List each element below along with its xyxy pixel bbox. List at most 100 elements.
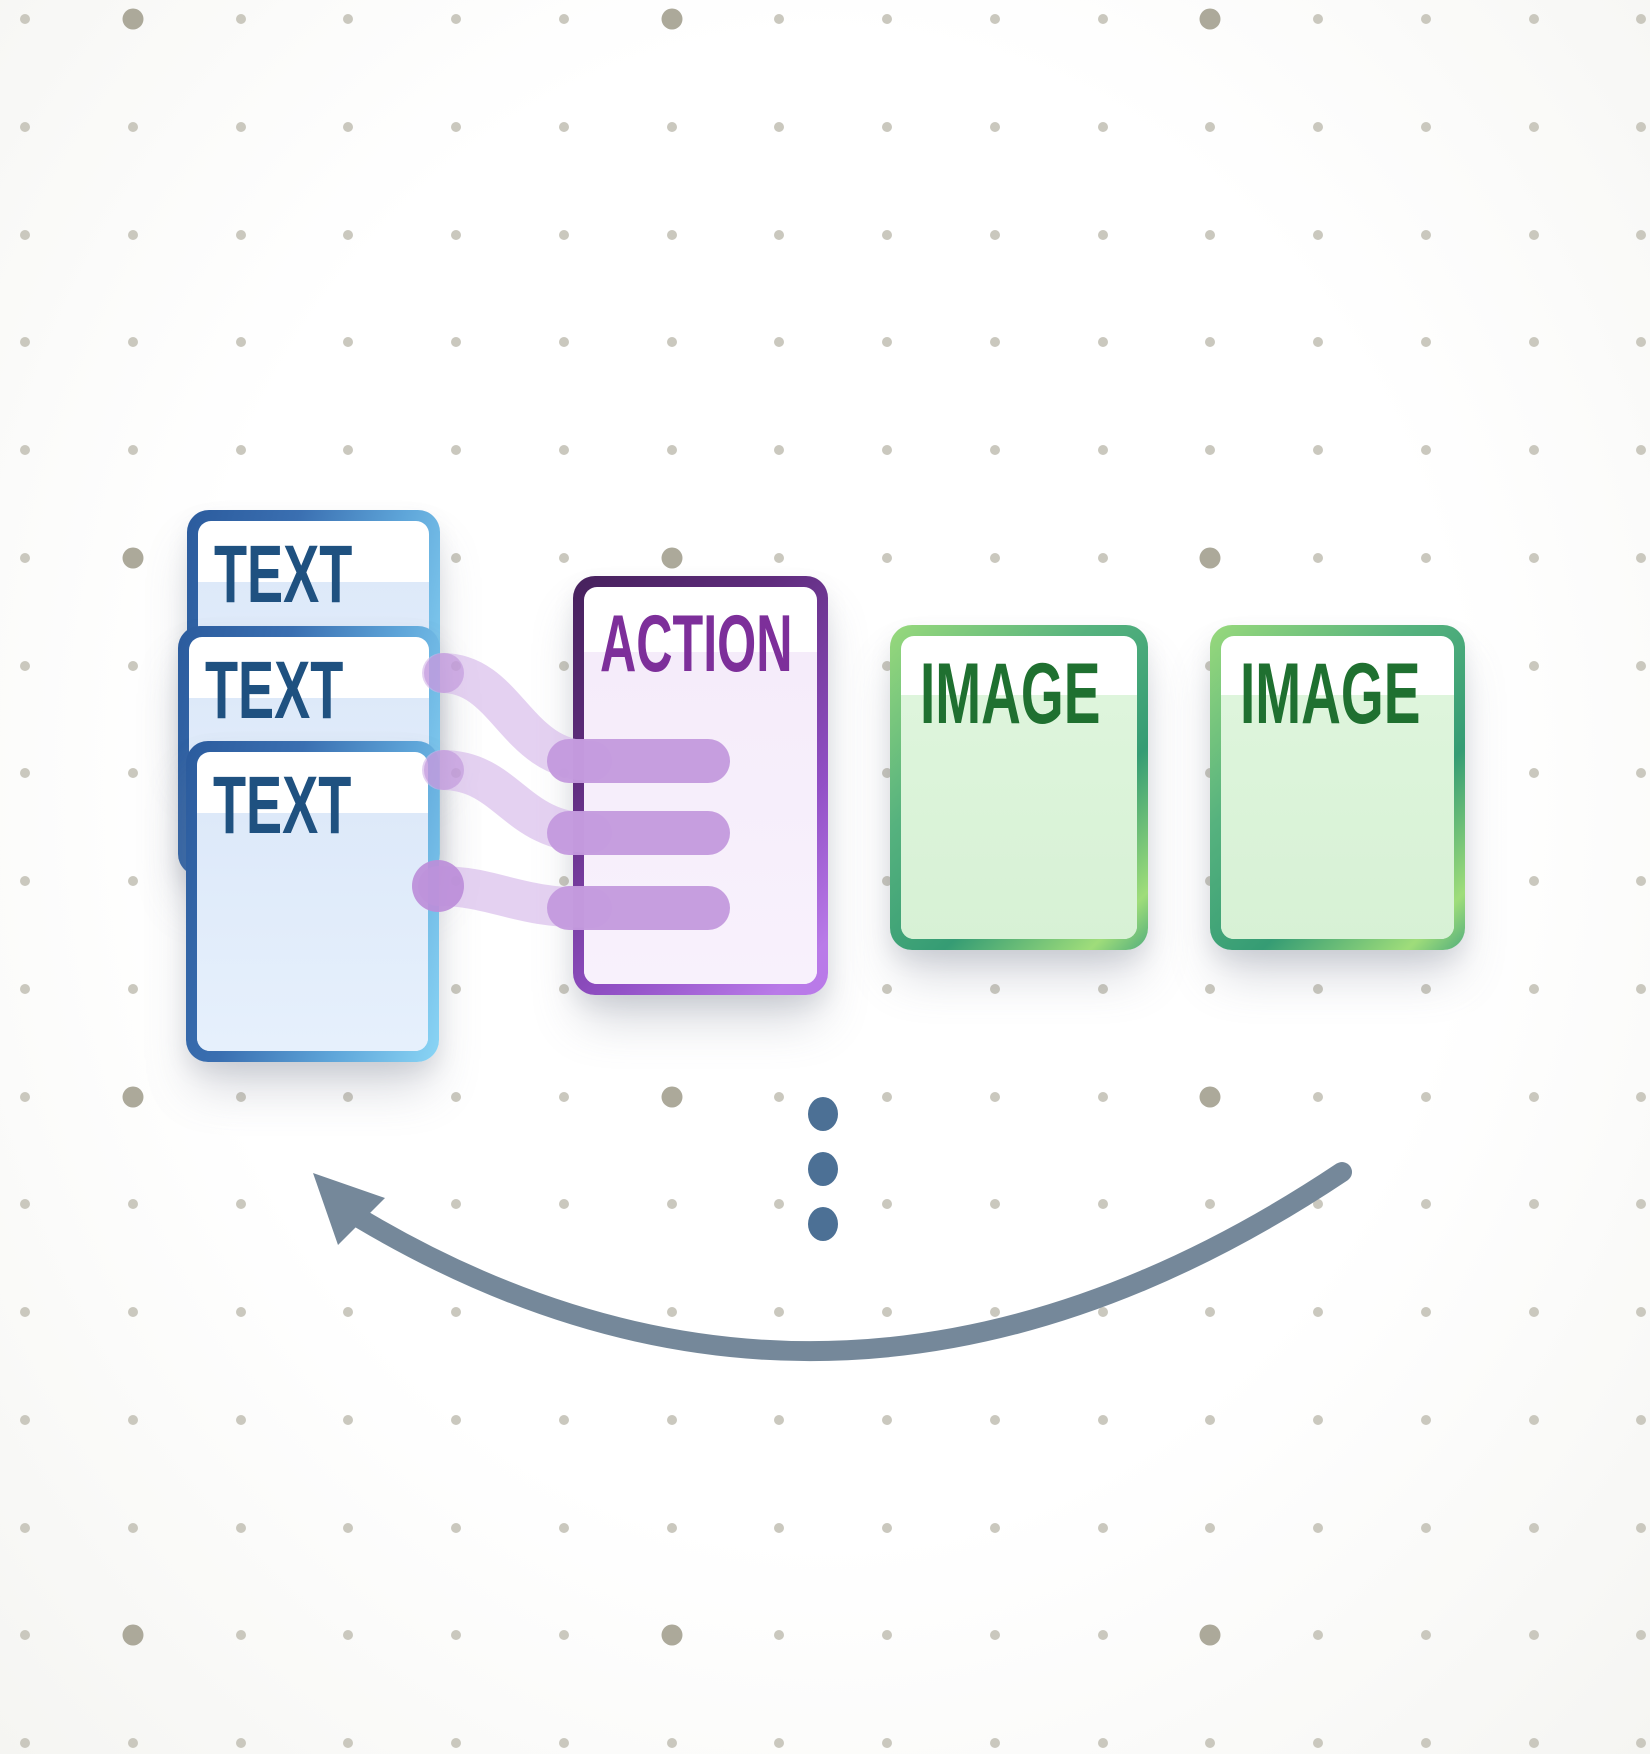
grid-dot xyxy=(451,1414,461,1425)
grid-dot xyxy=(1097,445,1108,455)
grid-dot xyxy=(774,1738,785,1748)
grid-dot xyxy=(989,552,1000,563)
grid-dot xyxy=(1528,876,1539,886)
grid-dot xyxy=(1420,337,1431,348)
grid-dot xyxy=(1313,1630,1323,1641)
grid-dot xyxy=(774,121,785,132)
grid-dot xyxy=(882,1522,892,1533)
grid-dot xyxy=(1097,1091,1108,1102)
grid-dot xyxy=(1636,1630,1647,1641)
grid-dot xyxy=(558,1307,569,1317)
grid-dot xyxy=(882,1414,892,1425)
grid-dot xyxy=(666,337,677,348)
grid-dot xyxy=(1636,1522,1647,1533)
grid-dot xyxy=(451,876,461,886)
grid-dot xyxy=(127,1307,138,1317)
grid-dot xyxy=(989,1630,1000,1641)
image-card-2-body: IMAGE xyxy=(1221,636,1454,939)
grid-dot xyxy=(989,229,1000,240)
grid-dot xyxy=(20,229,30,240)
grid-dot xyxy=(1528,660,1539,671)
grid-dot xyxy=(558,768,569,779)
grid-dot xyxy=(1636,121,1647,132)
grid-dot xyxy=(1420,1199,1431,1210)
grid-dot xyxy=(20,14,30,24)
image-card-1-tint xyxy=(901,695,1137,939)
grid-dot xyxy=(127,983,138,994)
grid-dot xyxy=(235,229,246,240)
grid-dot xyxy=(1636,1414,1647,1425)
grid-dot xyxy=(882,229,892,240)
grid-dot xyxy=(1097,229,1108,240)
grid-dot xyxy=(127,121,138,132)
grid-dot xyxy=(1420,552,1431,563)
grid-dot-large xyxy=(1199,547,1221,569)
grid-dot xyxy=(989,1414,1000,1425)
grid-dot xyxy=(774,1199,785,1210)
grid-dot xyxy=(1313,552,1323,563)
grid-dot xyxy=(1636,768,1647,779)
grid-dot xyxy=(1205,1199,1216,1210)
grid-dot xyxy=(774,337,785,348)
grid-dot xyxy=(127,337,138,348)
grid-dot xyxy=(451,1630,461,1641)
grid-dot-large xyxy=(661,8,682,30)
grid-dot xyxy=(235,1307,246,1317)
grid-dot xyxy=(989,1091,1000,1102)
image-card-2-tint xyxy=(1221,695,1454,939)
grid-dot xyxy=(1313,337,1323,348)
grid-dot xyxy=(882,552,892,563)
image-card-2-label: IMAGE xyxy=(1240,646,1421,742)
grid-dot xyxy=(343,1307,354,1317)
grid-dot xyxy=(1313,983,1323,994)
grid-dot xyxy=(451,1091,461,1102)
grid-dot xyxy=(343,14,354,24)
grid-dot xyxy=(451,552,461,563)
text-card-3-body: TEXT xyxy=(197,752,428,1051)
grid-dot xyxy=(1313,1307,1323,1317)
grid-dot-large xyxy=(122,547,144,569)
grid-dot xyxy=(235,1091,246,1102)
grid-dot xyxy=(1205,1522,1216,1533)
grid-dot xyxy=(20,876,30,886)
grid-dot xyxy=(127,660,138,671)
grid-dot xyxy=(1528,1199,1539,1210)
grid-dot-large xyxy=(661,547,682,569)
grid-dot xyxy=(127,1414,138,1425)
grid-dot-large xyxy=(122,1624,144,1646)
grid-dot xyxy=(1205,983,1216,994)
grid-dot xyxy=(451,1522,461,1533)
grid-dot xyxy=(882,14,892,24)
grid-dot xyxy=(451,768,461,779)
grid-dot xyxy=(666,1199,677,1210)
image-card-2: IMAGE xyxy=(1210,625,1465,950)
grid-dot xyxy=(1528,121,1539,132)
grid-dot xyxy=(1636,229,1647,240)
grid-dot xyxy=(1097,1199,1108,1210)
grid-dot xyxy=(20,1199,30,1210)
grid-dot xyxy=(20,1414,30,1425)
grid-dot xyxy=(989,337,1000,348)
grid-dot xyxy=(1097,552,1108,563)
grid-dot xyxy=(1420,1091,1431,1102)
grid-dot xyxy=(1528,229,1539,240)
grid-dot xyxy=(1420,229,1431,240)
grid-dot-large xyxy=(1199,8,1221,30)
grid-dot xyxy=(1636,1307,1647,1317)
grid-dot xyxy=(20,768,30,779)
grid-dot xyxy=(451,1199,461,1210)
grid-dot xyxy=(774,1522,785,1533)
grid-dot xyxy=(774,1307,785,1317)
grid-dot xyxy=(1205,1738,1216,1748)
grid-dot xyxy=(343,1738,354,1748)
grid-dot xyxy=(20,337,30,348)
grid-dot xyxy=(1313,1522,1323,1533)
text-card-3-label: TEXT xyxy=(213,760,352,851)
grid-dot xyxy=(1528,1307,1539,1317)
grid-dot xyxy=(558,229,569,240)
grid-dot xyxy=(882,1630,892,1641)
grid-dot xyxy=(1097,1414,1108,1425)
grid-dot xyxy=(451,14,461,24)
grid-dot xyxy=(1205,445,1216,455)
action-card: ACTION xyxy=(573,576,828,995)
